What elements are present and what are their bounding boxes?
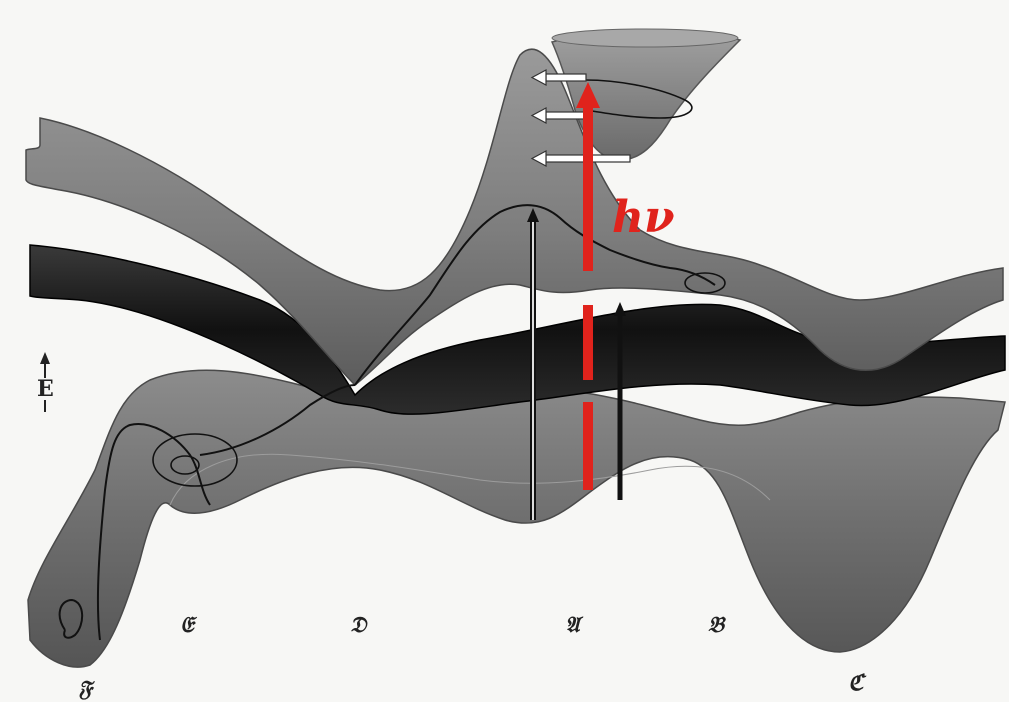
region-label-D: 𝔇 bbox=[350, 612, 368, 638]
region-label-A: 𝔄 bbox=[565, 612, 584, 638]
energy-axis-label: E bbox=[37, 376, 54, 402]
ground-state-surface bbox=[28, 370, 1005, 667]
photon-label: hν bbox=[612, 192, 675, 243]
region-label-C: ℭ bbox=[848, 670, 867, 696]
energy-axis: E bbox=[37, 352, 54, 412]
region-label-B: 𝔅 bbox=[708, 612, 726, 638]
region-label-F: 𝔉 bbox=[78, 676, 95, 702]
region-label-E: 𝔈 bbox=[180, 612, 198, 638]
